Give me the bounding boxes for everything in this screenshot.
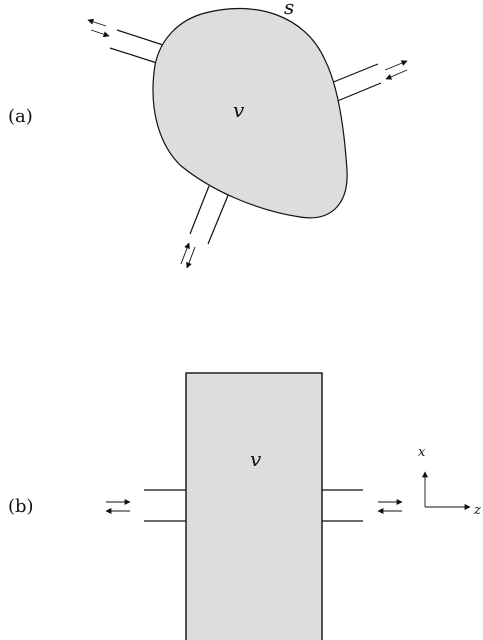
pipe-right-b [322, 489, 363, 522]
pipe-right [330, 63, 382, 103]
axis-x-label: x [418, 445, 426, 460]
flow-arrows-left-b [105, 499, 131, 514]
panel-b-label: (b) [8, 496, 34, 517]
flow-arrows-upper-left [87, 18, 110, 38]
surface-label-a: s [284, 0, 294, 19]
pipe-upper-left [109, 29, 164, 64]
panel-b: (b) v x z [8, 372, 481, 640]
volume-label-a: v [233, 98, 245, 122]
flow-arrows-right-b [377, 499, 403, 514]
control-volume-slab [185, 372, 323, 640]
control-volume-region [152, 7, 348, 219]
coordinate-axes [422, 471, 471, 510]
axis-z-label: z [473, 503, 481, 518]
pipe-left-b [144, 489, 186, 522]
pipe-bottom [189, 185, 230, 245]
flow-arrows-bottom [180, 242, 196, 269]
panel-a-label: (a) [8, 106, 33, 127]
panel-a: (a) v s [8, 0, 408, 269]
flow-arrows-right [384, 60, 408, 80]
volume-label-b: v [250, 447, 262, 471]
